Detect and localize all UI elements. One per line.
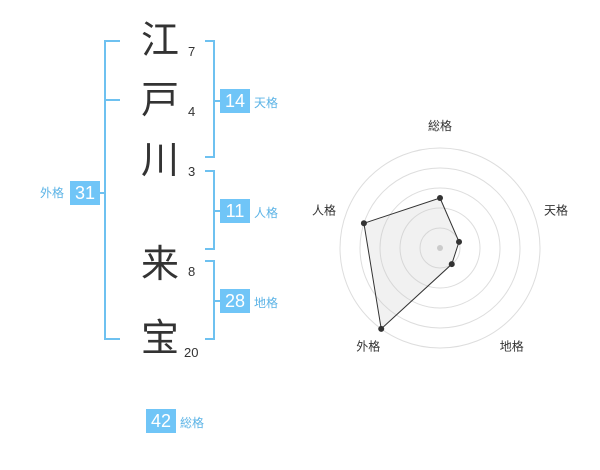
radar-ring-2 [399, 207, 481, 289]
radar-ring-3 [379, 187, 501, 309]
radar-ring-5 [339, 147, 541, 349]
char-2-strokes: 4 [188, 104, 196, 119]
soukaku-label: 総格 [180, 416, 205, 430]
gaikaku-bracket-vertical [104, 40, 106, 340]
tenkaku-connector [213, 100, 221, 102]
radar-point-3 [448, 261, 455, 268]
chikaku-bracket-top [205, 260, 215, 262]
radar-axis-label-1: 総格 [428, 118, 452, 133]
tenkaku-bracket-vertical [213, 40, 215, 158]
radar-axis-label-5: 人格 [312, 202, 336, 217]
char-1-strokes: 7 [188, 44, 196, 59]
char-2: 戸 [140, 78, 179, 122]
radar-axis-label-4: 外格 [356, 339, 380, 354]
gaikaku-bracket-top [104, 40, 120, 42]
jinkaku-bracket-bottom [205, 248, 215, 250]
chikaku-bracket-bottom [205, 338, 215, 340]
chikaku-label: 地格 [254, 296, 279, 310]
char-4-strokes: 8 [188, 264, 196, 279]
tenkaku-value: 14 [220, 89, 250, 113]
tenkaku-bracket-bottom [205, 156, 215, 158]
jinkaku-label: 人格 [254, 206, 279, 220]
char-3-strokes: 3 [188, 164, 196, 179]
jinkaku-value: 11 [220, 199, 250, 223]
gaikaku-bracket-bottom [104, 338, 120, 340]
radar-ring-1 [419, 227, 461, 269]
gaikaku-value: 31 [70, 181, 100, 205]
gaikaku-connector [96, 192, 106, 194]
radar-point-1 [437, 195, 443, 201]
radar-center-dot [437, 245, 443, 251]
radar-point-2 [456, 238, 463, 245]
char-1: 江 [140, 18, 179, 62]
jinkaku-connector [213, 210, 221, 212]
radar-series-area [363, 197, 460, 330]
jinkaku-bracket-top [205, 170, 215, 172]
char-5: 宝 [140, 316, 179, 360]
tenkaku-bracket-top [205, 40, 215, 42]
chikaku-connector [213, 300, 221, 302]
radar-point-4 [378, 325, 385, 332]
tenkaku-label: 天格 [254, 96, 279, 110]
gaikaku-bracket-middle [104, 99, 120, 101]
radar-axis-label-2: 天格 [544, 202, 568, 217]
soukaku-value: 42 [146, 409, 176, 433]
radar-point-5 [360, 220, 367, 227]
chikaku-value: 28 [220, 289, 250, 313]
char-4: 来 [140, 242, 179, 286]
radar-axis-label-3: 地格 [500, 339, 524, 354]
char-3: 川 [140, 138, 179, 182]
radar-ring-4 [359, 167, 521, 329]
gaikaku-label: 外格 [40, 186, 65, 200]
char-5-strokes: 20 [184, 345, 199, 360]
